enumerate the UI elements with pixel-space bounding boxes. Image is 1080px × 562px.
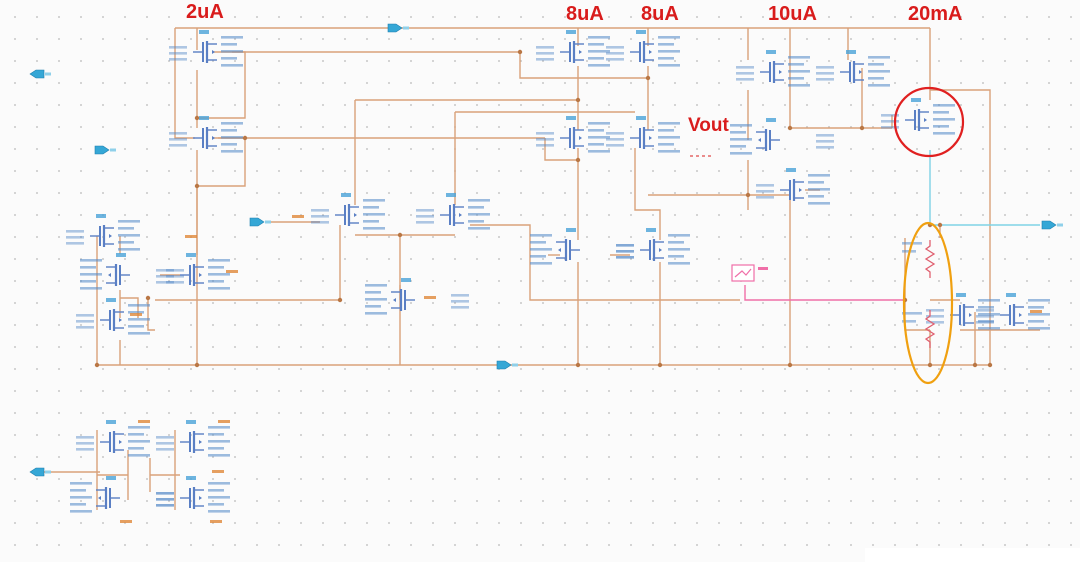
mosfet-symbol-icon bbox=[169, 116, 243, 153]
net-label bbox=[120, 520, 132, 523]
wire bbox=[197, 51, 246, 119]
mosfet-symbol-icon bbox=[416, 193, 490, 230]
junction-dot bbox=[859, 125, 865, 131]
mosfet-symbol-icon bbox=[736, 50, 810, 87]
net-label bbox=[212, 470, 224, 473]
wire bbox=[930, 89, 991, 365]
junction-dot bbox=[927, 362, 933, 368]
junction-dot bbox=[194, 115, 200, 121]
mosfet-symbol-icon bbox=[976, 293, 1050, 330]
mosfet-symbol-icon bbox=[80, 253, 184, 290]
mosfet-symbol-icon bbox=[365, 278, 469, 315]
mosfet-symbol-icon bbox=[66, 214, 140, 251]
junction-dot bbox=[94, 362, 100, 368]
wire bbox=[470, 224, 740, 301]
junction-dot bbox=[194, 183, 200, 189]
gnda-pin-icon bbox=[496, 360, 518, 370]
left-input-pin-icon bbox=[29, 69, 51, 79]
net-label bbox=[130, 313, 142, 316]
vdda-pin-icon bbox=[387, 23, 409, 33]
mosfet-symbol-icon bbox=[76, 420, 150, 457]
pin-arrow-icon bbox=[29, 467, 45, 477]
mosfet-symbol-icon bbox=[606, 116, 680, 153]
mosfet-symbol-icon bbox=[156, 420, 230, 457]
resistor-bottom-icon bbox=[902, 310, 936, 348]
junction-dot bbox=[972, 362, 978, 368]
net-label bbox=[138, 420, 150, 423]
net-label bbox=[218, 420, 230, 423]
junction-dot bbox=[787, 125, 793, 131]
pin-arrow-icon bbox=[387, 23, 403, 33]
en-pin-icon bbox=[29, 467, 51, 477]
mosfet-symbol-icon bbox=[76, 298, 150, 335]
mosfet-symbol-icon bbox=[530, 228, 634, 265]
net-label bbox=[424, 296, 436, 299]
probe-icon bbox=[731, 264, 768, 282]
vout-label: Vout bbox=[688, 115, 729, 136]
junction-dot bbox=[145, 295, 151, 301]
output-pin-icon bbox=[1041, 220, 1063, 230]
mosfet-symbol-icon bbox=[616, 228, 690, 265]
current-label-10uA: 10uA bbox=[768, 3, 817, 25]
current-label-20mA: 20mA bbox=[908, 3, 963, 25]
junction-dot bbox=[787, 362, 793, 368]
probe-wire bbox=[744, 285, 905, 301]
net-label bbox=[226, 270, 238, 273]
wire bbox=[634, 148, 661, 240]
pin-arrow-icon bbox=[29, 69, 45, 79]
mosfet-symbol-icon bbox=[536, 116, 610, 153]
net-label bbox=[1030, 310, 1042, 313]
junction-dot bbox=[987, 362, 993, 368]
junction-dot bbox=[937, 222, 943, 228]
mosfet-symbol-icon bbox=[536, 30, 610, 67]
junction-dot bbox=[575, 157, 581, 163]
pin-arrow-icon bbox=[496, 360, 512, 370]
mosfet-symbol-icon bbox=[311, 193, 385, 230]
current-label-2uA: 2uA bbox=[186, 1, 224, 23]
mosfet-symbol-icon bbox=[156, 253, 230, 290]
current-label-8uA-right: 8uA bbox=[641, 3, 679, 25]
current-label-8uA-left: 8uA bbox=[566, 3, 604, 25]
net-label bbox=[185, 235, 197, 238]
junction-dot bbox=[745, 192, 751, 198]
pin-arrow-icon bbox=[249, 217, 265, 227]
junction-dot bbox=[397, 232, 403, 238]
net-label bbox=[292, 215, 304, 218]
junction-dot bbox=[194, 362, 200, 368]
mosfet-symbol-icon bbox=[926, 293, 1000, 330]
bias-pin-icon bbox=[94, 145, 116, 155]
pin-arrow-icon bbox=[1041, 220, 1057, 230]
pin-arrow-icon bbox=[94, 145, 110, 155]
mosfet-symbol-icon bbox=[881, 98, 955, 135]
junction-dot bbox=[657, 362, 663, 368]
highlight-ellipse-orange bbox=[902, 221, 954, 385]
wire bbox=[232, 51, 648, 79]
mosfet-symbol-icon bbox=[70, 476, 174, 513]
mosfet-symbol-icon bbox=[730, 118, 834, 155]
mosfet-symbol-icon bbox=[156, 476, 230, 513]
vref-pin-icon bbox=[249, 217, 271, 227]
mosfet-symbol-icon bbox=[606, 30, 680, 67]
junction-dot bbox=[517, 49, 523, 55]
mosfet-symbol-icon bbox=[169, 30, 243, 67]
wire bbox=[147, 298, 155, 331]
junction-dot bbox=[337, 297, 343, 303]
wire bbox=[174, 28, 195, 139]
highlight-circle-red bbox=[893, 86, 965, 158]
junction-dot bbox=[575, 97, 581, 103]
junction-dot bbox=[575, 362, 581, 368]
junction-dot bbox=[645, 75, 651, 81]
canvas-edge bbox=[865, 548, 1080, 562]
wire bbox=[544, 138, 579, 161]
mosfet-symbol-icon bbox=[756, 168, 830, 205]
net-label bbox=[210, 520, 222, 523]
junction-dot bbox=[242, 135, 248, 141]
mosfet-symbol-icon bbox=[816, 50, 890, 87]
